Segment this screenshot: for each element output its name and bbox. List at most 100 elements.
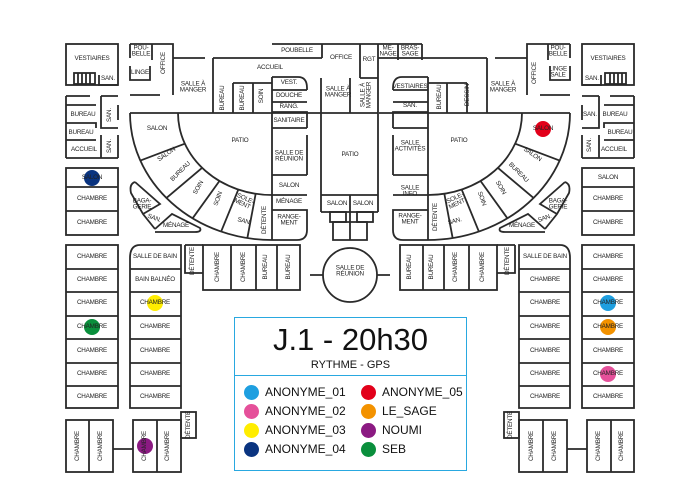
room-label: BRAS- SAGE — [400, 44, 420, 58]
room-label: SALON — [522, 145, 543, 164]
legend-item: LE_SAGE — [361, 403, 471, 419]
room-label: SALON — [156, 145, 177, 164]
legend-item: ANONYME_01 — [244, 384, 361, 400]
room-label: CHAMBRE — [163, 430, 171, 462]
room-label: CHAMBRE — [139, 322, 171, 330]
room-label: SAN. — [585, 138, 593, 152]
room-label: SAN. — [105, 108, 113, 122]
room-label: BUREAU — [427, 254, 435, 280]
room-label: RANG. — [279, 102, 299, 110]
room-label: CHAMBRE — [239, 251, 247, 283]
west-wing-walls — [65, 43, 322, 473]
room-label: CHAMBRE — [76, 392, 108, 400]
room-label: SALON — [597, 173, 619, 181]
room-label: CHAMBRE — [592, 275, 624, 283]
room-label: MÉNAGE — [275, 197, 303, 205]
legend-label: LE_SAGE — [382, 404, 437, 418]
room-label: DÉTENTE — [506, 411, 514, 439]
room-label: SOIN — [212, 190, 225, 207]
room-label: DOUCHE — [275, 91, 303, 99]
room-label: SAN. — [146, 212, 162, 225]
room-label: CHAMBRE — [139, 298, 171, 306]
room-label: DÉTENTE — [184, 411, 192, 439]
person-marker — [84, 170, 100, 186]
room-label: SALLE À MANGER — [324, 85, 352, 99]
room-label: SAN. — [101, 74, 115, 82]
room-label: CHAMBRE — [478, 251, 486, 283]
legend-subtitle: RYTHME - GPS — [310, 359, 391, 371]
person-marker — [600, 295, 616, 311]
room-label: ACCUEIL — [257, 63, 283, 71]
room-label: OFFICE — [530, 62, 538, 84]
room-label: CHAMBRE — [617, 430, 625, 462]
room-label: ACCUEIL — [71, 145, 97, 153]
room-label: CHAMBRE — [76, 275, 108, 283]
room-label: CHAMBRE — [592, 369, 624, 377]
room-label: VEST. — [280, 78, 298, 86]
room-label: CHAMBRE — [592, 252, 624, 260]
room-label: CHAMBRE — [213, 251, 221, 283]
room-label: DÉTENTE — [188, 247, 196, 275]
room-label: SALON — [352, 199, 374, 207]
legend-item: ANONYME_05 — [361, 384, 471, 400]
room-label: SALLE DE RÉUNION — [274, 149, 304, 163]
room-label: SALON — [278, 181, 300, 189]
room-label: BUREAU — [405, 254, 413, 280]
room-label: BUREAU — [169, 160, 192, 183]
room-label: CHAMBRE — [76, 194, 108, 202]
legend-color-swatch — [244, 384, 259, 400]
legend-label: ANONYME_03 — [265, 423, 346, 437]
legend-color-swatch — [361, 384, 376, 400]
legend-header: J.1 - 20h30 RYTHME - GPS — [235, 318, 466, 376]
room-label: RANGE- MENT — [398, 212, 422, 226]
room-label: RGT — [362, 55, 376, 63]
room-label: SANITAIRE — [273, 116, 305, 124]
legend-color-swatch — [361, 403, 376, 419]
room-label: CHAMBRE — [592, 298, 624, 306]
room-label: SALON — [532, 124, 554, 132]
room-label: CHAMBRE — [527, 430, 535, 462]
room-label: CHAMBRE — [76, 252, 108, 260]
room-label: BAGA- GERIE — [548, 197, 568, 211]
room-label: BUREAU — [435, 84, 443, 110]
room-label: SOIN — [475, 190, 488, 207]
room-label: VESTIAIRES — [590, 54, 626, 62]
room-label: SALLE À MANGER — [359, 81, 373, 109]
legend-label: SEB — [382, 442, 407, 456]
person-marker — [84, 319, 100, 335]
room-label: LINGE SALE — [549, 65, 567, 79]
room-label: SAN. — [537, 212, 553, 225]
legend-title: J.1 - 20h30 — [272, 322, 429, 357]
legend-item: ANONYME_04 — [244, 441, 361, 457]
room-label: BUREAU — [284, 254, 292, 280]
room-label: SALON — [326, 199, 348, 207]
room-label: CHAMBRE — [139, 346, 171, 354]
room-label: CHAMBRE — [529, 275, 561, 283]
legend-color-swatch — [361, 441, 376, 457]
room-label: BUREAU — [238, 85, 246, 111]
room-label: BUREAU — [218, 85, 226, 111]
room-label: CHAMBRE — [139, 369, 171, 377]
room-label: BUREAU — [607, 128, 633, 136]
room-label: PATIO — [450, 136, 468, 144]
room-label: BUREAU — [68, 128, 94, 136]
legend-label: ANONYME_01 — [265, 385, 346, 399]
room-label: CHAMBRE — [550, 430, 558, 462]
room-label: CHAMBRE — [140, 430, 148, 462]
person-marker — [600, 366, 616, 382]
room-label: DÉTENTE — [503, 247, 511, 275]
room-label: PATIO — [231, 136, 249, 144]
room-label: BUREAU — [261, 254, 269, 280]
room-label: SALON — [81, 173, 103, 181]
legend-label: ANONYME_04 — [265, 442, 346, 456]
room-label: CHAMBRE — [76, 346, 108, 354]
room-label: BUREAU — [507, 161, 530, 184]
person-marker — [600, 319, 616, 335]
room-label: OFFICE — [159, 52, 167, 74]
room-label: SALLE À MANGER — [489, 80, 517, 94]
room-label: CHAMBRE — [529, 298, 561, 306]
room-label: SAN. — [583, 110, 597, 118]
room-label: CHAMBRE — [139, 392, 171, 400]
